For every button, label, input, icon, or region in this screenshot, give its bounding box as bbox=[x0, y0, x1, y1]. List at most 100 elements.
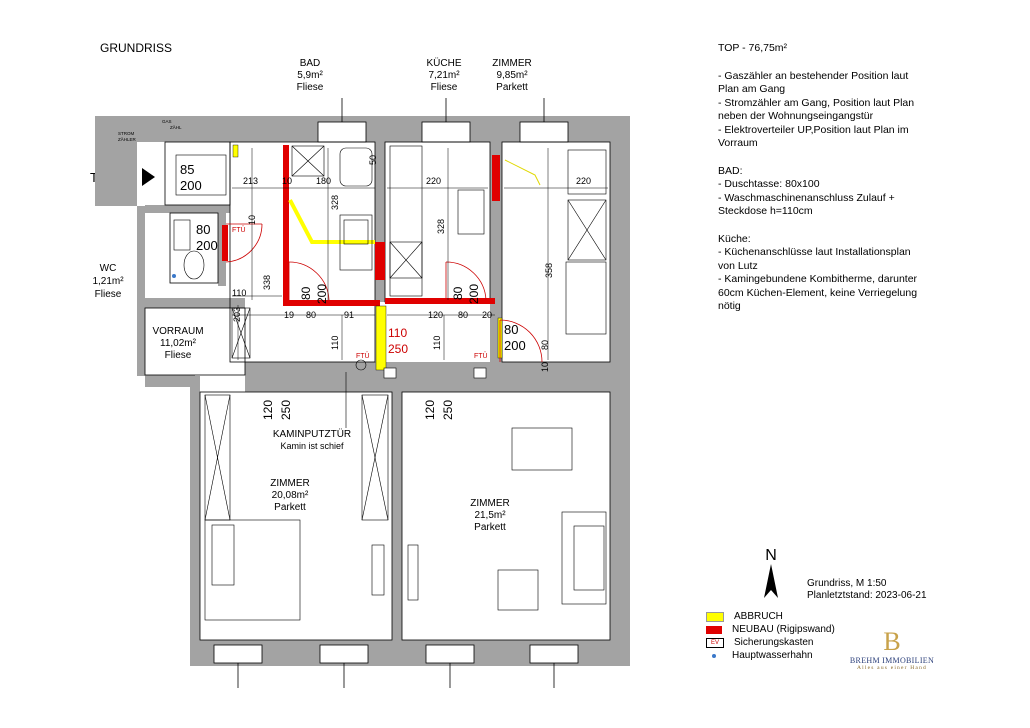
wc-name: WC bbox=[100, 263, 117, 274]
svg-text:ZÄHLER: ZÄHLER bbox=[118, 136, 137, 142]
fuse-box-icon: EV bbox=[706, 637, 724, 648]
logo-mark: B bbox=[883, 627, 901, 656]
vorraum-floor: Fliese bbox=[165, 350, 192, 361]
svg-text:220: 220 bbox=[576, 176, 591, 186]
page-title: GRUNDRISS bbox=[100, 41, 172, 55]
svg-text:200: 200 bbox=[504, 338, 526, 353]
neubau-swatch bbox=[706, 625, 722, 634]
svg-text:200: 200 bbox=[467, 284, 481, 304]
kamin-note: Kamin ist schief bbox=[280, 441, 344, 451]
svg-text:120: 120 bbox=[261, 400, 275, 420]
svg-text:338: 338 bbox=[262, 275, 272, 290]
zimmer-small-name: ZIMMER bbox=[492, 58, 531, 69]
svg-text:250: 250 bbox=[279, 400, 293, 420]
svg-text:250: 250 bbox=[388, 342, 408, 356]
bad-name: BAD bbox=[300, 58, 321, 69]
svg-text:80: 80 bbox=[299, 286, 313, 300]
svg-text:203: 203 bbox=[232, 307, 242, 322]
svg-text:180: 180 bbox=[316, 176, 331, 186]
svg-text:FTÜ: FTÜ bbox=[474, 352, 488, 360]
company-logo: B BREHM IMMOBILIEN Alles aus einer Hand bbox=[842, 627, 942, 672]
legend-sicherung: EV Sicherungskasten bbox=[706, 636, 835, 649]
svg-text:250: 250 bbox=[441, 400, 455, 420]
walls bbox=[95, 116, 630, 666]
door-swings bbox=[225, 223, 543, 363]
scale-text: Grundriss, M 1:50 bbox=[807, 578, 887, 589]
wc-floor: Fliese bbox=[95, 289, 122, 300]
zimmer-left-area: 20,08m² bbox=[272, 490, 309, 501]
zimmer-left-name: ZIMMER bbox=[270, 478, 309, 489]
water-tap-icon bbox=[706, 652, 722, 660]
abbruch-swatch bbox=[706, 611, 724, 622]
dimension-lines bbox=[232, 148, 608, 360]
new-walls bbox=[222, 145, 500, 306]
svg-text:80: 80 bbox=[540, 340, 550, 350]
svg-text:10: 10 bbox=[540, 362, 550, 372]
svg-text:20: 20 bbox=[482, 310, 492, 320]
svg-text:110: 110 bbox=[330, 336, 340, 350]
svg-text:110: 110 bbox=[232, 288, 246, 298]
date-text: Planletztstand: 2023-06-21 bbox=[807, 590, 927, 601]
north-label: N bbox=[765, 547, 777, 564]
svg-text:GAS: GAS bbox=[162, 119, 172, 124]
svg-text:10: 10 bbox=[247, 215, 257, 225]
svg-text:80: 80 bbox=[196, 222, 210, 237]
svg-text:ZÄHL: ZÄHL bbox=[170, 124, 182, 130]
svg-text:80: 80 bbox=[458, 310, 468, 320]
svg-text:STROM: STROM bbox=[118, 131, 135, 136]
legend-wasser: Hauptwasserhahn bbox=[706, 649, 835, 662]
svg-text:200: 200 bbox=[315, 284, 329, 304]
svg-text:10: 10 bbox=[282, 176, 292, 186]
chimney-icon bbox=[355, 359, 367, 371]
bad-floor: Fliese bbox=[297, 82, 324, 93]
svg-text:110: 110 bbox=[388, 326, 407, 340]
svg-text:328: 328 bbox=[330, 195, 340, 210]
svg-text:120: 120 bbox=[428, 310, 443, 320]
svg-text:328: 328 bbox=[436, 219, 446, 234]
logo-name: BREHM IMMOBILIEN bbox=[849, 656, 935, 665]
zimmer-right-area: 21,5m² bbox=[474, 510, 506, 521]
svg-text:358: 358 bbox=[544, 263, 554, 278]
north-arrow-icon bbox=[764, 564, 778, 598]
fuse-box-icon bbox=[383, 367, 397, 379]
demolition bbox=[232, 144, 503, 371]
entrance-arrow-icon bbox=[142, 168, 155, 186]
legend: ABBRUCH NEUBAU (Rigipswand) EV Sicherung… bbox=[706, 610, 835, 662]
zimmer-right-floor: Parkett bbox=[474, 522, 506, 533]
kueche-area: 7,21m² bbox=[428, 70, 460, 81]
kaminputztuer-label: KAMINPUTZTÜR bbox=[273, 428, 351, 440]
kueche-floor: Fliese bbox=[431, 82, 458, 93]
zimmer-left-floor: Parkett bbox=[274, 502, 306, 513]
svg-text:220: 220 bbox=[426, 176, 441, 186]
svg-text:120: 120 bbox=[423, 400, 437, 420]
windows bbox=[213, 121, 579, 664]
vorraum-name: VORRAUM bbox=[152, 326, 203, 337]
svg-text:91: 91 bbox=[344, 310, 354, 320]
svg-text:50: 50 bbox=[368, 155, 378, 165]
svg-text:85: 85 bbox=[180, 162, 194, 177]
logo-tagline: Alles aus einer Hand bbox=[857, 665, 927, 671]
svg-text:FTÜ: FTÜ bbox=[232, 226, 246, 234]
title-block: Grundriss, M 1:50 Planletztstand: 2023-0… bbox=[807, 578, 927, 602]
wc-area: 1,21m² bbox=[92, 276, 124, 287]
bad-area: 5,9m² bbox=[297, 70, 323, 81]
water-tap-icon bbox=[172, 274, 176, 278]
notes-top: TOP - 76,75m² bbox=[718, 42, 788, 54]
svg-text:200: 200 bbox=[180, 178, 202, 193]
svg-text:213: 213 bbox=[243, 176, 258, 186]
legend-neubau: NEUBAU (Rigipswand) bbox=[706, 623, 835, 636]
fixtures bbox=[173, 145, 607, 621]
north-arrow: N bbox=[760, 548, 782, 603]
zimmer-right-name: ZIMMER bbox=[470, 498, 509, 509]
kueche-name: KÜCHE bbox=[426, 57, 461, 69]
zimmer-small-area: 9,85m² bbox=[496, 70, 528, 81]
svg-text:FTÜ: FTÜ bbox=[356, 352, 370, 360]
vorraum-area: 11,02m² bbox=[160, 338, 197, 349]
fuse-box-icon bbox=[473, 367, 487, 379]
legend-abbruch: ABBRUCH bbox=[706, 610, 835, 623]
svg-text:200: 200 bbox=[196, 238, 218, 253]
notes-panel: TOP - 76,75m² - Gaszähler an bestehender… bbox=[718, 42, 1018, 314]
svg-text:110: 110 bbox=[432, 336, 442, 350]
svg-text:19: 19 bbox=[284, 310, 294, 320]
